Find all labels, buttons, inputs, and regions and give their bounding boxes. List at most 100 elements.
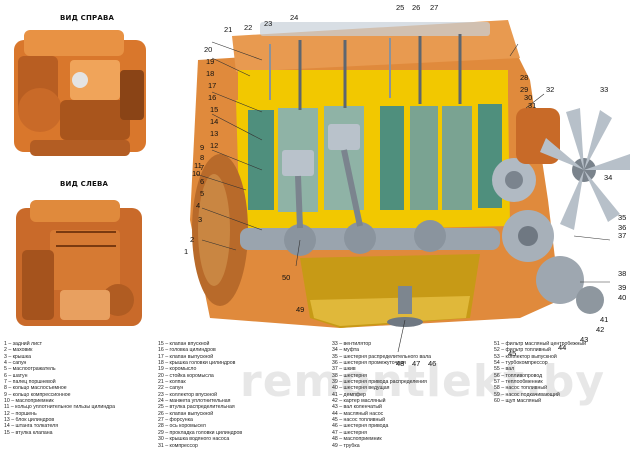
legend-item: 17 – клапан выпускной bbox=[158, 353, 214, 360]
legend-item: 52 – фильтр топливный bbox=[494, 347, 551, 354]
leader-lines bbox=[195, 41, 611, 353]
legend-item: 22 – сапун bbox=[158, 385, 184, 392]
legend-item: 34 – муфта bbox=[332, 347, 360, 354]
legend-item: 20 – стойка коромысла bbox=[158, 372, 214, 379]
legend-item: 35 – шестерня распределительного вала bbox=[332, 353, 431, 360]
callout-27: 27 bbox=[430, 3, 438, 12]
callout-6: 6 bbox=[200, 177, 204, 186]
legend-item: 23 – коллектор впускной bbox=[158, 391, 218, 398]
legend-item: 21 – колпак bbox=[158, 379, 186, 386]
legend-item: 42 – картер масляный bbox=[332, 398, 386, 405]
legend-item: 12 – поршень bbox=[4, 410, 37, 417]
right-view-title: ВИД СПРАВА bbox=[60, 14, 115, 22]
callout-9: 9 bbox=[200, 143, 204, 152]
legend-item: 26 – клапан выпускной bbox=[158, 410, 214, 417]
legend-item: 31 – компрессор bbox=[158, 442, 198, 449]
main-engine-cutaway[interactable] bbox=[190, 20, 630, 328]
legend-item: 40 – шестерня ведущая bbox=[332, 385, 390, 392]
callout-34: 34 bbox=[604, 173, 612, 182]
callout-47: 47 bbox=[412, 359, 420, 368]
callout-23: 23 bbox=[264, 19, 272, 28]
right-view-engine[interactable] bbox=[14, 30, 146, 156]
callout-38: 38 bbox=[618, 269, 626, 278]
legend-item: 39 – шестерня привода распределения bbox=[332, 379, 427, 386]
callout-40: 40 bbox=[618, 293, 626, 302]
legend-item: 48 – маслоприемник bbox=[332, 436, 382, 443]
legend-item: 38 – шестерня bbox=[332, 372, 367, 379]
legend-item: 3 – крышка bbox=[4, 353, 31, 360]
legend-item: 51 – фильтр масляный центробежный bbox=[494, 341, 587, 347]
callout-42: 42 bbox=[596, 325, 604, 334]
callout-50: 50 bbox=[282, 273, 290, 282]
callout-30: 30 bbox=[524, 93, 532, 102]
legend-item: 43 – вал коленчатый bbox=[332, 404, 382, 411]
legend-item: 15 – клапан впускной bbox=[158, 341, 210, 347]
callout-43: 43 bbox=[580, 335, 588, 344]
callout-45: 45 bbox=[508, 349, 516, 358]
legend-item: 59 – насос подкачивающий bbox=[494, 391, 560, 398]
legend-item: 8 – кольцо маслосъемное bbox=[4, 385, 67, 392]
left-view-title: ВИД СЛЕВА bbox=[60, 180, 109, 188]
callout-1: 1 bbox=[184, 247, 188, 256]
legend-item: 5 – маслоотражатель bbox=[4, 366, 56, 373]
callout-5: 5 bbox=[200, 189, 204, 198]
legend-item: 16 – головка цилиндров bbox=[158, 347, 216, 354]
callout-35: 35 bbox=[618, 213, 626, 222]
callout-20: 20 bbox=[204, 45, 212, 54]
callout-39: 39 bbox=[618, 283, 626, 292]
callout-25: 25 bbox=[396, 3, 404, 12]
callout-19: 19 bbox=[206, 57, 214, 66]
callout-37: 37 bbox=[618, 231, 626, 240]
fan bbox=[540, 108, 630, 230]
legend-item: 54 – турбокомпрессор bbox=[494, 360, 548, 367]
callout-11: 11 bbox=[194, 161, 202, 170]
legend-item: 45 – насос топливный bbox=[332, 417, 386, 424]
legend-item: 30 – крышка водяного насоса bbox=[158, 436, 230, 443]
legend-item: 28 – ось коромысел bbox=[158, 423, 206, 430]
callout-49: 49 bbox=[296, 305, 304, 314]
legend-item: 55 – вал bbox=[494, 366, 515, 373]
legend-item: 11 – кольцо уплотнительное гильзы цилинд… bbox=[4, 404, 115, 411]
legend-item: 58 – насос топливный bbox=[494, 385, 548, 392]
left-view-engine[interactable] bbox=[16, 200, 142, 326]
legend-item: 25 – втулка распределительная bbox=[158, 404, 235, 411]
legend-item: 56 – топливопровод bbox=[494, 372, 543, 379]
callout-24: 24 bbox=[290, 13, 298, 22]
callout-22: 22 bbox=[244, 23, 252, 32]
callout-17: 17 bbox=[208, 81, 216, 90]
legend-item: 37 – шкив bbox=[332, 366, 356, 373]
callout-48: 48 bbox=[396, 359, 404, 368]
legend-item: 24 – манжета уплотнительная bbox=[158, 398, 231, 405]
callout-4: 4 bbox=[196, 201, 200, 210]
callout-7: 7 bbox=[200, 163, 204, 172]
legend-item: 6 – шатун bbox=[4, 372, 28, 379]
legend-item: 44 – масляный насос bbox=[332, 410, 384, 417]
watermark: remontlekt.by bbox=[240, 356, 606, 407]
callout-8: 8 bbox=[200, 153, 204, 162]
legend-item: 33 – вентилятор bbox=[332, 341, 372, 347]
legend-item: 18 – крышка головки цилиндров bbox=[158, 360, 236, 367]
legend-item: 60 – щуп масляный bbox=[494, 398, 542, 405]
callout-33: 33 bbox=[600, 85, 608, 94]
callout-26: 26 bbox=[412, 3, 420, 12]
legend-item: 29 – прокладка головки цилиндров bbox=[158, 429, 243, 436]
callout-41: 41 bbox=[600, 315, 608, 324]
legend-item: 27 – форсунка bbox=[158, 417, 193, 424]
callout-10: 10 bbox=[192, 169, 200, 178]
callout-12: 12 bbox=[210, 141, 218, 150]
callout-36: 36 bbox=[618, 223, 626, 232]
callout-16: 16 bbox=[208, 93, 216, 102]
callout-46: 46 bbox=[428, 359, 436, 368]
legend-item: 1 – задний лист bbox=[4, 341, 42, 347]
callout-44: 44 bbox=[558, 343, 566, 352]
callout-29: 29 bbox=[520, 85, 528, 94]
legend-item: 14 – штанга толкателя bbox=[4, 423, 59, 430]
legend-item: 36 – шестерня промежуточная bbox=[332, 360, 406, 367]
legend-item: 47 – шестерня bbox=[332, 429, 367, 436]
callout-14: 14 bbox=[210, 117, 218, 126]
